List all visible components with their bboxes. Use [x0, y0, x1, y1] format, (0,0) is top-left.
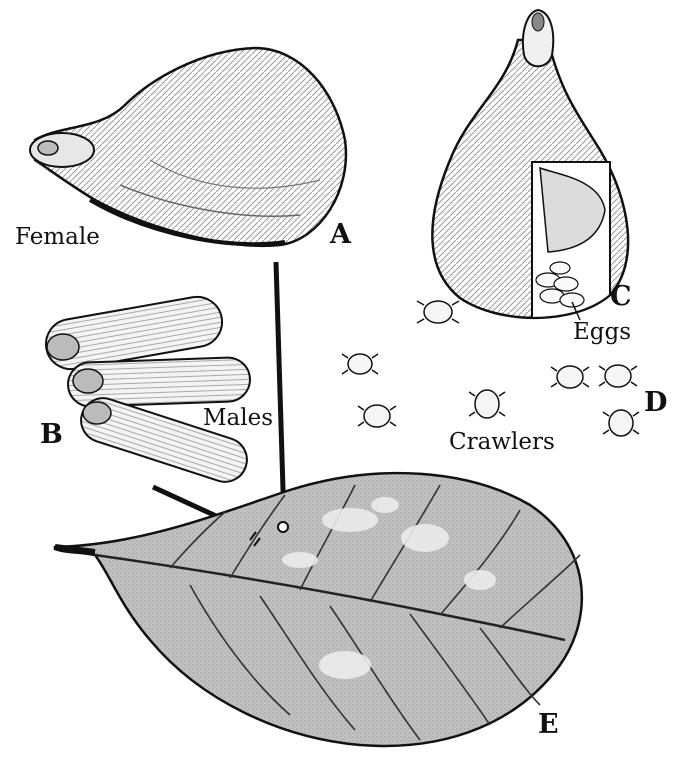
crawler [417, 301, 459, 323]
leaf [55, 473, 582, 746]
crawler [551, 366, 589, 388]
label-d: D [644, 389, 667, 416]
label-males: Males [203, 407, 273, 430]
male-scales [42, 293, 253, 488]
crawler [342, 354, 378, 374]
crawler [358, 405, 396, 427]
label-c: C [610, 283, 632, 310]
crawler [603, 410, 639, 436]
label-eggs: Eggs [573, 321, 631, 344]
label-crawlers: Crawlers [449, 431, 555, 454]
female-pointer-line [276, 262, 284, 522]
crawler [599, 365, 637, 387]
label-a: A [330, 221, 351, 248]
crawler [469, 390, 505, 418]
label-e: E [538, 711, 559, 738]
female-scale [30, 48, 346, 246]
female-on-leaf [278, 522, 288, 532]
female-scale-cutaway [432, 10, 628, 320]
label-female: Female [15, 226, 100, 249]
label-b: B [40, 421, 63, 448]
